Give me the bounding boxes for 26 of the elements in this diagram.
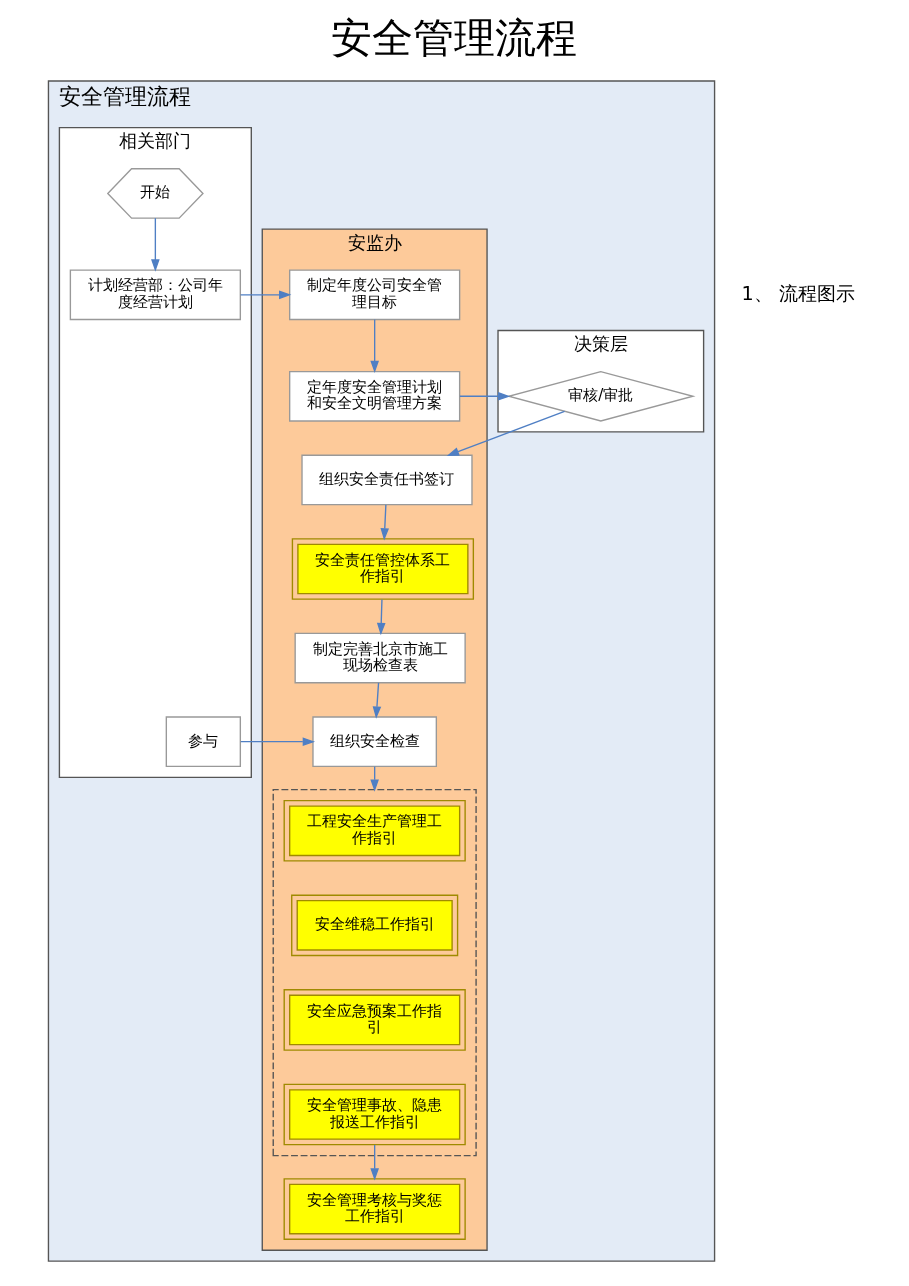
arrow — [380, 504, 390, 541]
diagram-title: 安全管理流程 — [331, 14, 578, 63]
node-box: 组织安全检查 — [312, 716, 438, 768]
arrow — [239, 290, 292, 300]
label: 1、 流程图示 — [741, 281, 855, 305]
node-box: 工程安全生产管理工作指引 — [283, 799, 466, 862]
node-box: 定年度安全管理计划和安全文明管理方案 — [289, 370, 461, 422]
node-box: 安全维稳工作指引 — [291, 894, 459, 957]
node-box: 制定年度公司安全管理目标 — [289, 269, 461, 321]
arrow — [370, 1144, 379, 1181]
arrow — [370, 318, 379, 374]
node-box: 安全管理考核与奖惩工作指引 — [283, 1178, 466, 1240]
node-box: 安全责任管控体系工作指引 — [291, 538, 475, 600]
arrow — [151, 217, 160, 272]
node-box: 参与 — [165, 716, 242, 768]
node-box: 制定完善北京市施工现场检查表 — [294, 632, 466, 684]
node-diamond: 审核/审批 — [506, 370, 696, 422]
cluster — [272, 788, 477, 1157]
arrow — [372, 682, 382, 719]
arrow — [240, 737, 316, 746]
arrow — [376, 598, 386, 636]
node-box: 计划经营部：公司年度经营计划 — [69, 269, 242, 321]
node-box: 安全应急预案工作指引 — [283, 989, 466, 1051]
node-box: 组织安全责任书签订 — [301, 454, 473, 506]
node-box: 安全管理事故、隐患报送工作指引 — [283, 1083, 466, 1146]
arrow — [459, 391, 511, 401]
